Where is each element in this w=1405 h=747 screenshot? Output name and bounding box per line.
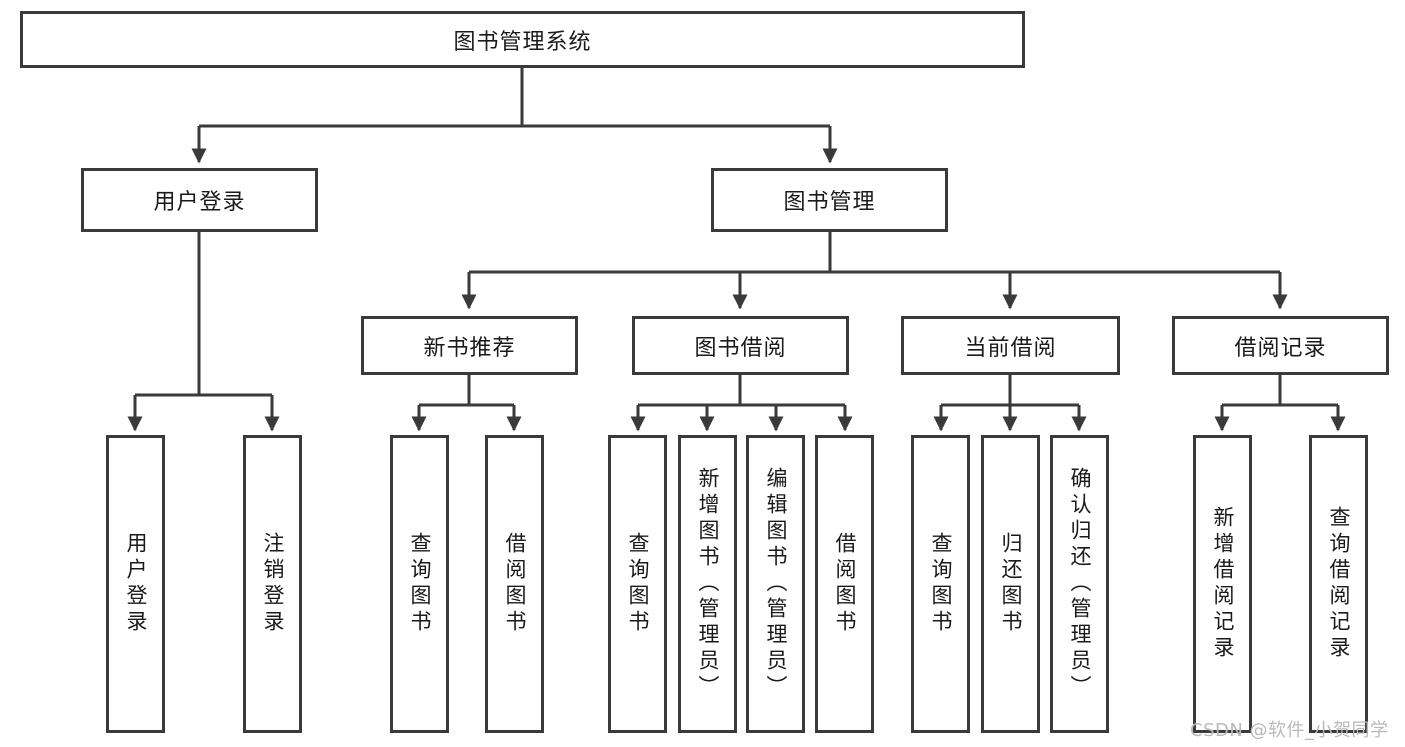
node-leaf-borrow-book-1[interactable]: 借阅图书	[485, 435, 544, 733]
node-current-borrow-label: 当前借阅	[964, 335, 1057, 361]
node-leaf-edit-book[interactable]: 编辑图书（管理员）	[746, 435, 805, 733]
node-leaf-borrow-book-1-label: 借阅图书	[503, 532, 527, 636]
node-book-manage-label: 图书管理	[783, 190, 876, 215]
node-leaf-add-book-label: 新增图书（管理员）	[696, 467, 720, 701]
node-leaf-user-login-label: 用户登录	[124, 532, 148, 636]
node-book-borrow[interactable]: 图书借阅	[632, 316, 849, 375]
node-leaf-borrow-book-2[interactable]: 借阅图书	[815, 435, 874, 733]
node-leaf-confirm-return[interactable]: 确认归还（管理员）	[1050, 435, 1109, 733]
node-current-borrow[interactable]: 当前借阅	[901, 316, 1120, 375]
node-leaf-query-record-label: 查询借阅记录	[1327, 506, 1351, 662]
node-new-book-rec[interactable]: 新书推荐	[361, 316, 578, 375]
node-root[interactable]: 图书管理系统	[20, 11, 1025, 68]
node-leaf-query-book-3[interactable]: 查询图书	[911, 435, 970, 733]
node-new-book-rec-label: 新书推荐	[423, 335, 516, 361]
node-borrow-record-label: 借阅记录	[1234, 335, 1327, 361]
node-leaf-user-logout-label: 注销登录	[261, 532, 285, 636]
node-leaf-borrow-book-2-label: 借阅图书	[833, 532, 857, 636]
node-user-login[interactable]: 用户登录	[81, 168, 318, 232]
node-leaf-add-record[interactable]: 新增借阅记录	[1193, 435, 1252, 733]
node-leaf-query-record[interactable]: 查询借阅记录	[1309, 435, 1368, 733]
node-leaf-query-book-2-label: 查询图书	[626, 532, 650, 636]
node-leaf-add-record-label: 新增借阅记录	[1211, 506, 1235, 662]
csdn-watermark: CSDN @软件_小贺同学	[1190, 720, 1389, 741]
node-leaf-confirm-return-label: 确认归还（管理员）	[1068, 467, 1092, 701]
node-leaf-query-book-3-label: 查询图书	[929, 532, 953, 636]
node-leaf-user-logout[interactable]: 注销登录	[243, 435, 302, 733]
node-leaf-edit-book-label: 编辑图书（管理员）	[764, 467, 788, 701]
node-leaf-query-book-2[interactable]: 查询图书	[608, 435, 667, 733]
node-book-borrow-label: 图书借阅	[694, 335, 787, 361]
node-user-login-label: 用户登录	[153, 190, 246, 215]
node-borrow-record[interactable]: 借阅记录	[1172, 316, 1389, 375]
node-root-label: 图书管理系统	[453, 29, 592, 55]
node-leaf-user-login[interactable]: 用户登录	[106, 435, 165, 733]
node-leaf-query-book-1[interactable]: 查询图书	[390, 435, 449, 733]
node-book-manage[interactable]: 图书管理	[711, 168, 948, 232]
node-leaf-add-book[interactable]: 新增图书（管理员）	[678, 435, 737, 733]
node-leaf-return-book-label: 归还图书	[999, 532, 1023, 636]
node-leaf-query-book-1-label: 查询图书	[408, 532, 432, 636]
node-leaf-return-book[interactable]: 归还图书	[981, 435, 1040, 733]
